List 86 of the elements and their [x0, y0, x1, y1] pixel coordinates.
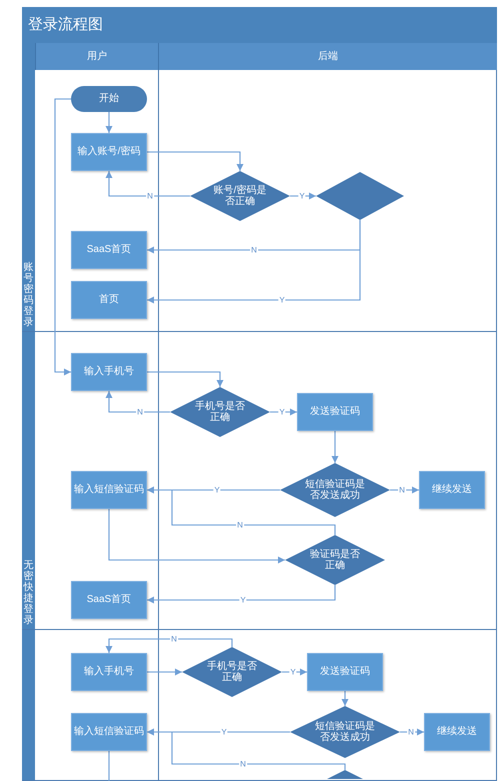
- process-text: 输入手机号: [84, 666, 134, 678]
- edge-label: N: [239, 760, 247, 768]
- decision-diamond: [190, 171, 290, 221]
- edge-label: N: [250, 246, 258, 254]
- process-box: [71, 471, 147, 509]
- flow-arrow: [332, 431, 338, 463]
- flow-arrow: [54, 98, 71, 376]
- process-box: [307, 653, 383, 691]
- process-box: [71, 231, 147, 269]
- process-text: 首页: [99, 294, 119, 306]
- swimlane-pool: [22, 7, 497, 781]
- decision-diamond: [285, 535, 385, 585]
- edge-label: Y: [278, 408, 286, 416]
- pool-label: 登录流程图: [28, 15, 103, 35]
- process-box: [71, 353, 147, 391]
- process-text: 输入账号/密码: [78, 146, 140, 158]
- flow-arrow: [147, 371, 224, 387]
- process-box: [71, 581, 147, 619]
- edge-label: Y: [298, 192, 306, 200]
- process-text: SaaS首页: [86, 594, 132, 606]
- flow-arrow: [342, 691, 348, 706]
- edge-label: N: [136, 408, 144, 416]
- flow-arrow: [270, 408, 297, 416]
- column-title: 后端: [318, 50, 338, 62]
- flow-arrow: [147, 585, 336, 604]
- flow-arrow: [147, 486, 336, 535]
- column-header: [158, 43, 497, 70]
- process-text: 输入手机号: [84, 366, 134, 378]
- edge-label: Y: [289, 668, 297, 676]
- process-text: 发送验证码: [320, 666, 370, 678]
- flow-arrow: [290, 192, 316, 200]
- swimlane: [22, 630, 497, 781]
- flow-arrow: [106, 171, 190, 197]
- edge-label: Y: [213, 486, 221, 494]
- flow-arrow: [147, 220, 361, 304]
- decision-text: 手机号是否正确: [206, 661, 258, 683]
- flow-arrow: [106, 638, 233, 653]
- process-text: SaaS首页: [86, 244, 132, 256]
- flow-arrow: [147, 151, 244, 171]
- lane-title: 无密快捷登录: [24, 560, 34, 626]
- start-terminator: [71, 86, 147, 112]
- flow-arrow: [147, 668, 182, 676]
- flow-arrow: [108, 509, 285, 564]
- process-box: [71, 653, 147, 691]
- decision-diamond: [182, 647, 282, 697]
- edge-label: Y: [278, 296, 286, 304]
- process-box: [71, 713, 147, 751]
- decision-text: 验证码是否正确: [309, 549, 361, 571]
- flow-arrow: [390, 486, 419, 494]
- process-text: 继续发送: [437, 726, 477, 738]
- lane-title: 账号密码登录: [24, 262, 34, 328]
- flow-arrow: [282, 668, 307, 676]
- flow-arrow: [106, 112, 112, 133]
- decision-text: 短信验证码是否发送成功: [314, 721, 376, 743]
- process-text: 发送验证码: [310, 406, 360, 418]
- decision-diamond: [327, 770, 363, 779]
- process-box: [419, 471, 485, 509]
- process-box: [71, 133, 147, 171]
- process-box: [71, 281, 147, 319]
- edge-label: N: [407, 728, 415, 736]
- swimlane: [22, 332, 497, 630]
- flow-arrow: [106, 391, 170, 413]
- decision-diamond: [290, 706, 400, 758]
- process-box: [424, 713, 490, 751]
- process-text: 输入短信验证码: [74, 726, 144, 738]
- edge-label: N: [236, 520, 244, 530]
- decision-text: 手机号是否正确: [194, 401, 246, 423]
- edge-label: Y: [220, 728, 228, 736]
- column-title: 用户: [87, 50, 107, 62]
- column-header: [35, 43, 158, 70]
- terminator-text: 开始: [99, 93, 119, 105]
- flow-arrow: [147, 728, 346, 770]
- decision-diamond: [316, 172, 404, 220]
- process-text: 输入短信验证码: [74, 484, 144, 496]
- decision-text: 账号/密码是否正确: [212, 185, 268, 207]
- decision-diamond: [170, 387, 270, 437]
- flow-line: [108, 751, 110, 781]
- edge-label: N: [170, 634, 178, 644]
- process-text: 继续发送: [432, 484, 472, 496]
- process-box: [297, 393, 373, 431]
- edge-label: N: [398, 486, 406, 494]
- decision-diamond: [280, 463, 390, 517]
- edge-label: N: [146, 192, 154, 200]
- swimlane: [22, 70, 497, 332]
- edge-label: Y: [239, 596, 247, 604]
- decision-text: 短信验证码是否发送成功: [304, 479, 366, 501]
